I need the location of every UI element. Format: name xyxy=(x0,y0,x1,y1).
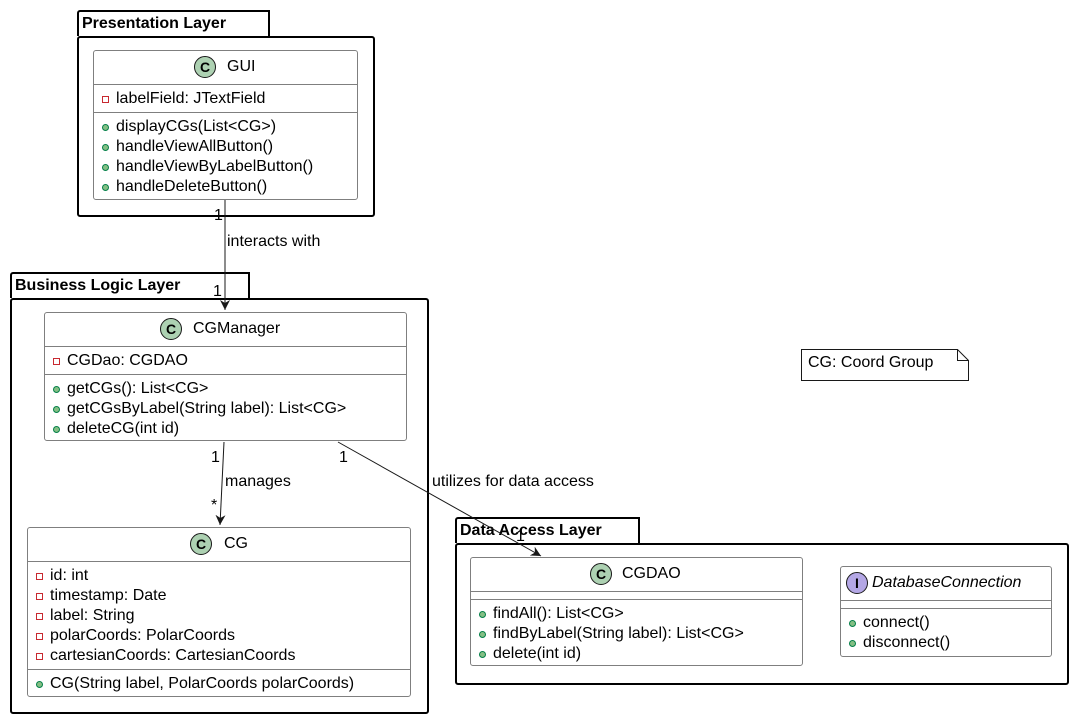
edge-label-utilizes-for-data-access: utilizes for data access xyxy=(432,473,594,490)
method-row: displayCGs(List<CG>) xyxy=(94,117,357,137)
multiplicity-cgmanager-side: 1 xyxy=(339,449,348,466)
class-name: CG xyxy=(224,535,248,552)
fields-section: CGDao: CGDAO xyxy=(45,347,406,375)
method-row: CG(String label, PolarCoords polarCoords… xyxy=(28,674,410,694)
note-shape xyxy=(801,349,969,381)
edge-cgmanager-cgdao xyxy=(337,441,542,557)
fields-section xyxy=(471,592,802,600)
private-visibility-icon xyxy=(36,633,43,640)
method-row: deleteCG(int id) xyxy=(45,419,406,439)
private-visibility-icon xyxy=(53,358,60,365)
class-name: CGDAO xyxy=(622,565,681,582)
methods-section: CG(String label, PolarCoords polarCoords… xyxy=(28,670,410,697)
class-name: GUI xyxy=(227,58,256,75)
fields-section: id: int timestamp: Date label: String po… xyxy=(28,562,410,670)
class-header: C CGManager xyxy=(45,313,406,347)
class-cgmanager[interactable]: C CGManager CGDao: CGDAO getCGs(): List<… xyxy=(44,312,407,441)
field-row: polarCoords: PolarCoords xyxy=(28,626,410,646)
multiplicity-cg-side: * xyxy=(211,497,218,514)
class-header: C GUI xyxy=(94,51,357,85)
class-stereotype-icon: C xyxy=(590,563,612,585)
public-visibility-icon xyxy=(849,620,856,627)
method-row: handleViewByLabelButton() xyxy=(94,157,357,177)
method-row: delete(int id) xyxy=(471,644,802,664)
methods-section: connect() disconnect() xyxy=(841,609,1051,656)
field-row: label: String xyxy=(28,606,410,626)
class-header: I DatabaseConnection xyxy=(841,567,1051,601)
field-row: cartesianCoords: CartesianCoords xyxy=(28,646,410,666)
edge-cgmanager-cg xyxy=(215,441,226,526)
private-visibility-icon xyxy=(36,653,43,660)
class-gui[interactable]: C GUI labelField: JTextField displayCGs(… xyxy=(93,50,358,200)
method-row: handleDeleteButton() xyxy=(94,177,357,197)
methods-section: getCGs(): List<CG> getCGsByLabel(String … xyxy=(45,375,406,442)
public-visibility-icon xyxy=(53,406,60,413)
multiplicity-cgmanager-side: 1 xyxy=(213,283,222,300)
package-tab: Business Logic Layer xyxy=(10,272,250,298)
method-row: findByLabel(String label): List<CG> xyxy=(471,624,802,644)
method-row: getCGsByLabel(String label): List<CG> xyxy=(45,399,406,419)
class-stereotype-icon: C xyxy=(160,318,182,340)
field-row: id: int xyxy=(28,566,410,586)
field-row: timestamp: Date xyxy=(28,586,410,606)
public-visibility-icon xyxy=(102,184,109,191)
public-visibility-icon xyxy=(479,651,486,658)
note-box[interactable]: CG: Coord Group xyxy=(801,349,969,381)
public-visibility-icon xyxy=(849,640,856,647)
interface-database-connection[interactable]: I DatabaseConnection connect() disconnec… xyxy=(840,566,1052,657)
methods-section: findAll(): List<CG> findByLabel(String l… xyxy=(471,600,802,667)
public-visibility-icon xyxy=(102,164,109,171)
public-visibility-icon xyxy=(102,124,109,131)
multiplicity-cgdao-side: 1 xyxy=(516,528,525,545)
class-cg[interactable]: C CG id: int timestamp: Date label: Stri… xyxy=(27,527,411,697)
public-visibility-icon xyxy=(479,611,486,618)
edge-label-interacts-with: interacts with xyxy=(227,233,321,250)
methods-section: displayCGs(List<CG>) handleViewAllButton… xyxy=(94,113,357,200)
method-row: handleViewAllButton() xyxy=(94,137,357,157)
private-visibility-icon xyxy=(36,593,43,600)
multiplicity-gui-side: 1 xyxy=(214,207,223,224)
package-tab: Data Access Layer xyxy=(455,517,640,543)
private-visibility-icon xyxy=(36,613,43,620)
public-visibility-icon xyxy=(53,426,60,433)
multiplicity-cgmanager-side: 1 xyxy=(211,449,220,466)
class-stereotype-icon: C xyxy=(190,533,212,555)
class-name: CGManager xyxy=(193,320,281,337)
class-header: C CG xyxy=(28,528,410,562)
public-visibility-icon xyxy=(53,386,60,393)
note-text: CG: Coord Group xyxy=(808,354,934,371)
private-visibility-icon xyxy=(102,96,109,103)
fields-section xyxy=(841,601,1051,609)
method-row: findAll(): List<CG> xyxy=(471,604,802,624)
public-visibility-icon xyxy=(36,681,43,688)
method-row: disconnect() xyxy=(841,633,1051,653)
class-stereotype-icon: C xyxy=(194,56,216,78)
method-row: connect() xyxy=(841,613,1051,633)
class-name: DatabaseConnection xyxy=(872,574,1022,591)
field-row: CGDao: CGDAO xyxy=(45,351,406,371)
edge-label-manages: manages xyxy=(225,473,291,490)
interface-stereotype-icon: I xyxy=(846,572,868,594)
private-visibility-icon xyxy=(36,573,43,580)
field-row: labelField: JTextField xyxy=(94,89,357,109)
public-visibility-icon xyxy=(479,631,486,638)
class-cgdao[interactable]: C CGDAO findAll(): List<CG> findByLabel(… xyxy=(470,557,803,666)
package-tab: Presentation Layer xyxy=(77,10,270,36)
fields-section: labelField: JTextField xyxy=(94,85,357,113)
method-row: getCGs(): List<CG> xyxy=(45,379,406,399)
class-header: C CGDAO xyxy=(471,558,802,592)
public-visibility-icon xyxy=(102,144,109,151)
